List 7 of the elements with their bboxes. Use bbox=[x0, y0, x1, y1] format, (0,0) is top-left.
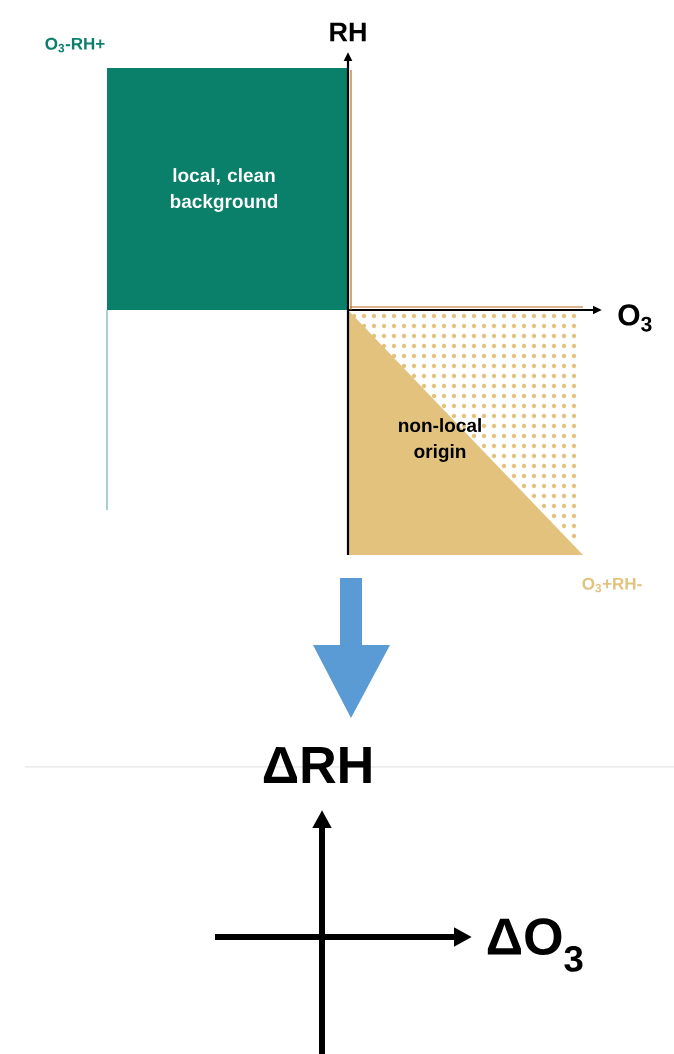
axis-label: O$_{3}$+RH- bbox=[582, 577, 642, 593]
axis-label: ΔRH bbox=[263, 747, 371, 783]
axis-label: O$_{3}$ bbox=[618, 304, 652, 332]
axis-label: RH bbox=[330, 22, 366, 42]
axis-label: O$_{3}$-RH+ bbox=[45, 37, 105, 53]
clean-background-box: local, clean background bbox=[107, 68, 348, 310]
axis-label: ΔO$_{3}$ bbox=[487, 918, 583, 972]
